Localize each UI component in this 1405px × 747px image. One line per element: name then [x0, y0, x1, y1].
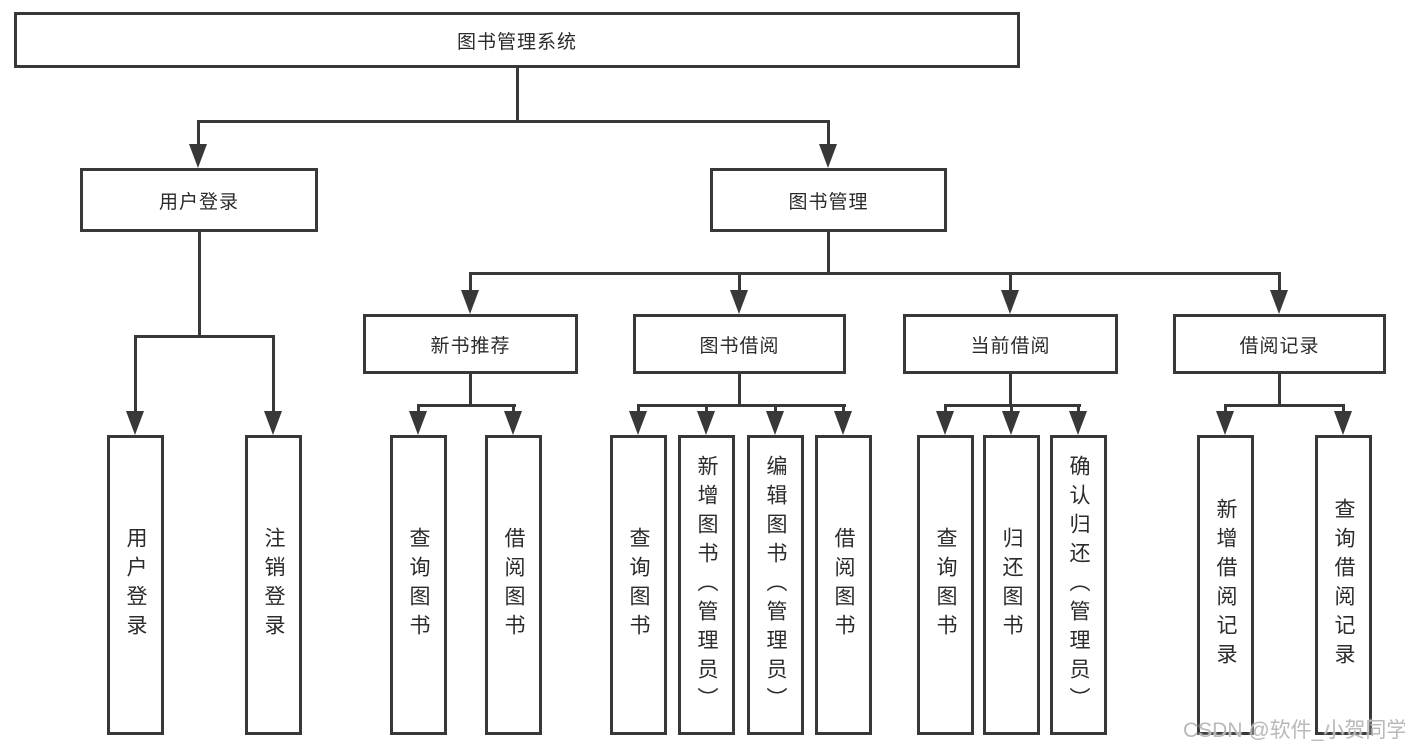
leaf-br-query-record-label: 查询借阅记录 — [1332, 498, 1355, 672]
arrowhead-down-icon — [409, 411, 427, 435]
connector-line — [705, 404, 708, 413]
node-book-borrow-label: 图书借阅 — [699, 335, 780, 357]
leaf-bb-edit-books-admin-label: 编辑图书（管理员） — [764, 454, 787, 716]
connector-line — [1224, 404, 1345, 407]
leaf-bb-query-books: 查询图书 — [610, 435, 667, 735]
connector-line — [738, 272, 741, 292]
leaf-nb-query-books: 查询图书 — [390, 435, 447, 735]
connector-line — [272, 335, 275, 413]
arrowhead-down-icon — [1002, 411, 1020, 435]
connector-line — [842, 404, 845, 413]
node-root: 图书管理系统 — [14, 12, 1020, 68]
connector-line — [1342, 404, 1345, 413]
connector-line — [134, 335, 275, 338]
connector-line — [469, 374, 472, 407]
node-book-management-label: 图书管理 — [788, 191, 869, 213]
leaf-br-query-record: 查询借阅记录 — [1315, 435, 1372, 735]
arrowhead-down-icon — [834, 411, 852, 435]
connector-line — [469, 272, 472, 292]
connector-line — [1278, 374, 1281, 407]
arrowhead-down-icon — [766, 411, 784, 435]
connector-line — [944, 404, 947, 413]
arrowhead-down-icon — [629, 411, 647, 435]
arrowhead-down-icon — [264, 411, 282, 435]
arrowhead-down-icon — [461, 290, 479, 314]
node-current-borrow: 当前借阅 — [903, 314, 1118, 374]
leaf-br-add-record: 新增借阅记录 — [1197, 435, 1254, 735]
leaf-logout: 注销登录 — [245, 435, 302, 735]
arrowhead-down-icon — [697, 411, 715, 435]
node-user-login-label: 用户登录 — [158, 191, 239, 213]
arrowhead-down-icon — [936, 411, 954, 435]
node-current-borrow-label: 当前借阅 — [970, 335, 1051, 357]
connector-line — [1224, 404, 1227, 413]
arrowhead-down-icon — [1069, 411, 1087, 435]
leaf-cb-confirm-return-admin: 确认归还（管理员） — [1050, 435, 1107, 735]
arrowhead-down-icon — [1270, 290, 1288, 314]
node-borrow-records: 借阅记录 — [1173, 314, 1386, 374]
connector-line — [417, 404, 516, 407]
node-new-book-recommend-label: 新书推荐 — [430, 335, 511, 357]
connector-line — [1278, 272, 1281, 292]
connector-line — [637, 404, 640, 413]
leaf-bb-add-books-admin: 新增图书（管理员） — [678, 435, 735, 735]
connector-line — [417, 404, 420, 413]
leaf-user-login-label: 用户登录 — [124, 527, 147, 643]
node-borrow-records-label: 借阅记录 — [1239, 335, 1320, 357]
connector-line — [1077, 404, 1080, 413]
connector-line — [774, 404, 777, 413]
arrowhead-down-icon — [730, 290, 748, 314]
node-user-login: 用户登录 — [80, 168, 318, 232]
leaf-bb-edit-books-admin: 编辑图书（管理员） — [747, 435, 804, 735]
connector-line — [512, 404, 515, 413]
connector-line — [198, 232, 201, 338]
connector-line — [827, 120, 830, 146]
arrowhead-down-icon — [189, 144, 207, 168]
leaf-cb-confirm-return-admin-label: 确认归还（管理员） — [1067, 454, 1090, 716]
arrowhead-down-icon — [126, 411, 144, 435]
connector-line — [1010, 404, 1013, 413]
arrowhead-down-icon — [1334, 411, 1352, 435]
leaf-user-login: 用户登录 — [107, 435, 164, 735]
leaf-bb-borrow-books-label: 借阅图书 — [832, 527, 855, 643]
leaf-br-add-record-label: 新增借阅记录 — [1214, 498, 1237, 672]
leaf-cb-query-books-label: 查询图书 — [934, 527, 957, 643]
leaf-nb-borrow-books: 借阅图书 — [485, 435, 542, 735]
connector-line — [197, 120, 200, 146]
connector-line — [738, 374, 741, 407]
node-root-label: 图书管理系统 — [456, 31, 577, 53]
connector-line — [197, 120, 830, 123]
leaf-bb-borrow-books: 借阅图书 — [815, 435, 872, 735]
connector-line — [827, 232, 830, 275]
leaf-cb-return-books: 归还图书 — [983, 435, 1040, 735]
leaf-cb-return-books-label: 归还图书 — [1000, 527, 1023, 643]
node-book-management: 图书管理 — [710, 168, 947, 232]
arrowhead-down-icon — [1216, 411, 1234, 435]
connector-line — [1009, 272, 1012, 292]
connector-line — [1009, 374, 1012, 407]
connector-line — [516, 68, 519, 123]
arrowhead-down-icon — [1001, 290, 1019, 314]
csdn-watermark: CSDN @软件_小贺同学 — [1183, 719, 1405, 742]
connector-line — [469, 272, 1281, 275]
leaf-cb-query-books: 查询图书 — [917, 435, 974, 735]
node-new-book-recommend: 新书推荐 — [363, 314, 578, 374]
arrowhead-down-icon — [504, 411, 522, 435]
connector-line — [637, 404, 846, 407]
leaf-logout-label: 注销登录 — [262, 527, 285, 643]
leaf-nb-borrow-books-label: 借阅图书 — [502, 527, 525, 643]
leaf-bb-query-books-label: 查询图书 — [627, 527, 650, 643]
leaf-bb-add-books-admin-label: 新增图书（管理员） — [695, 454, 718, 716]
arrowhead-down-icon — [819, 144, 837, 168]
connector-line — [134, 335, 137, 413]
leaf-nb-query-books-label: 查询图书 — [407, 527, 430, 643]
node-book-borrow: 图书借阅 — [633, 314, 846, 374]
